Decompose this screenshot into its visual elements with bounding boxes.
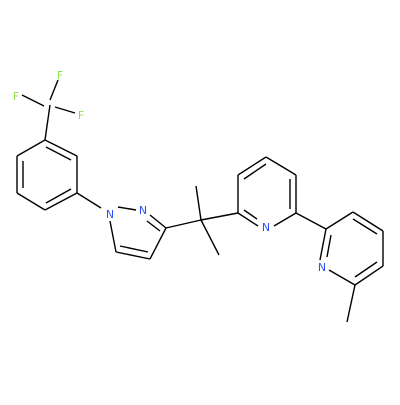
bond-phenyl-n1 — [76, 192, 102, 209]
bond-pb-2-inner — [352, 218, 378, 235]
bond-ph-c — [16, 192, 46, 211]
bond-n2-c3-inner — [146, 220, 161, 232]
bond-cf3-phenyl — [44, 104, 51, 141]
bond-n2-c3 — [149, 214, 167, 229]
bond-pa-5 — [273, 212, 297, 227]
bond-c4-c5 — [115, 251, 151, 260]
bond-cq-pyridine — [200, 212, 239, 221]
bond-pa-2 — [237, 156, 267, 176]
bond-pa-6-inner — [243, 209, 258, 220]
bond-ph-f-inner — [45, 146, 72, 161]
bond-ph-d-inner — [45, 188, 72, 204]
bond-n1-n2 — [117, 206, 137, 211]
bond-pb-2 — [352, 211, 384, 232]
bond-pb-1 — [325, 211, 354, 230]
bond-pb-methyl — [346, 284, 356, 323]
bond-ph-a — [16, 139, 46, 157]
bond-pb-4 — [354, 265, 384, 286]
fluorine-label-3: F — [78, 109, 84, 122]
bond-pb-6-inner — [326, 234, 332, 258]
bond-f3-cf3 — [54, 106, 76, 114]
bond-pa-3 — [265, 156, 297, 176]
bonds — [16, 79, 384, 323]
atom-labels: F F F N N N N — [13, 69, 326, 274]
fluorine-label-1: F — [13, 90, 19, 103]
bond-pa-2-inner — [243, 163, 267, 180]
bond-biaryl — [295, 212, 327, 230]
bond-pa-6 — [237, 212, 259, 227]
bond-c4-c5-inner — [119, 245, 149, 253]
bond-ph-f — [44, 139, 78, 157]
pyridine-a-n-label: N — [262, 221, 270, 234]
bond-c3-c4 — [149, 227, 167, 260]
pyrazole-n2-label: N — [139, 204, 147, 217]
bond-c5-n1 — [109, 220, 117, 253]
bond-pb-6 — [319, 228, 327, 261]
fluorine-label-2: F — [57, 69, 63, 82]
bond-ph-d — [44, 192, 78, 211]
bond-c3-cq — [165, 219, 202, 229]
bond-f2-cf3 — [49, 79, 59, 101]
pyrazole-n1-label: N — [106, 208, 114, 221]
pyridine-b-n-label: N — [318, 261, 326, 274]
bond-cq-methyl-a — [195, 185, 202, 221]
bond-cq-methyl-b — [200, 219, 220, 256]
bond-f1-cf3 — [21, 94, 45, 107]
bond-pb-4-inner — [354, 261, 378, 278]
bond-pb-5 — [328, 269, 356, 286]
